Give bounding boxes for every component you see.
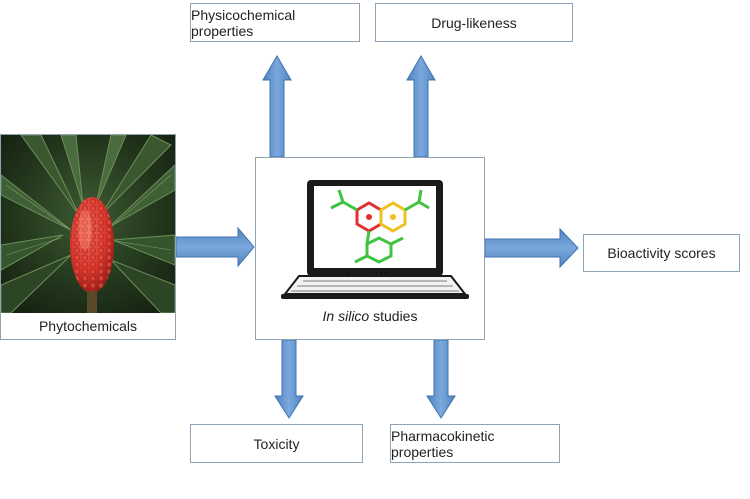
drug-likeness-box: Drug-likeness: [375, 3, 573, 42]
arrow-to-bioactivity: [484, 227, 579, 269]
bioactivity-label: Bioactivity scores: [607, 245, 716, 261]
studies-text: studies: [369, 308, 418, 324]
pharmacokinetic-properties-box: Pharmacokinetic properties: [390, 424, 560, 463]
toxicity-box: Toxicity: [190, 424, 363, 463]
in-silico-italic-text: In silico: [322, 308, 370, 324]
phytochemicals-label: Phytochemicals: [38, 318, 138, 334]
cycad-cone-photo: [1, 135, 175, 313]
phytochemicals-panel: Phytochemicals: [0, 134, 176, 340]
arrow-phytochemicals-to-insilico: [175, 226, 255, 268]
arrow-to-drug-likeness: [406, 55, 436, 158]
physicochemical-label: Physicochemical properties: [191, 6, 296, 39]
pharmacokinetic-label: Pharmacokinetic properties: [391, 427, 495, 460]
arrow-to-pharmacokinetic: [426, 339, 456, 419]
drug-likeness-label: Drug-likeness: [431, 14, 517, 31]
laptop-molecule-icon: In silico: [281, 180, 469, 299]
in-silico-studies-box: In silico In silico studies: [255, 157, 485, 340]
physicochemical-properties-box: Physicochemical properties: [190, 3, 360, 42]
bioactivity-scores-box: Bioactivity scores: [583, 234, 740, 272]
arrow-to-physicochemical: [262, 55, 292, 158]
in-silico-studies-label: In silico studies: [256, 308, 484, 324]
toxicity-label: Toxicity: [253, 435, 300, 452]
arrow-to-toxicity: [274, 339, 304, 419]
